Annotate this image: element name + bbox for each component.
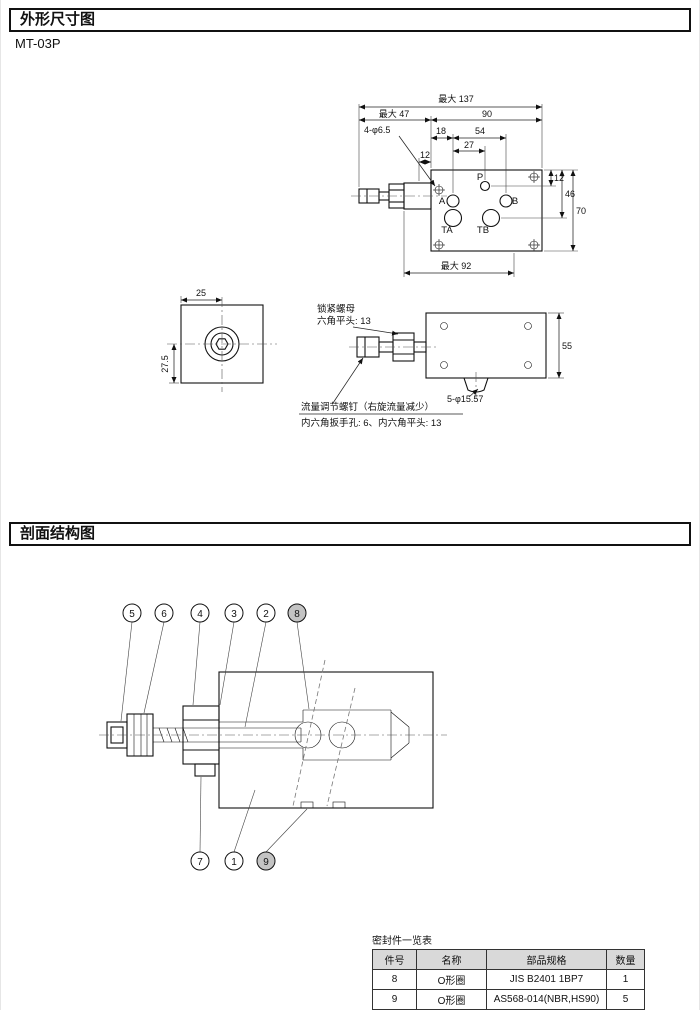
outline-dimensions-title: 外形尺寸图 (20, 11, 96, 28)
seal-cell-partno: 8 (372, 969, 417, 990)
dim-max-137: 最大 137 (438, 93, 474, 104)
front-view-centerlines (167, 297, 277, 392)
front-view-dimension-lines (171, 297, 222, 383)
port-ta-circle (443, 208, 463, 228)
seal-table-row: 9 O形圈 AS568-014(NBR,HS90) 5 (372, 989, 645, 1010)
callout-circle-6 (154, 603, 174, 623)
port-a-label: A (439, 196, 446, 207)
front-view-dimension-texts: 25 27.5 (160, 288, 206, 373)
side-view-labels: 锁紧螺母 六角平头: 13 55 5-φ15.57 流量调节螺钉（右旋流量减少）… (301, 303, 572, 429)
seal-table-row: 8 O形圈 JIS B2401 1BP7 1 (372, 969, 645, 990)
dim-27-5: 27.5 (160, 355, 170, 373)
dim-max-47: 最大 47 (379, 108, 410, 119)
callout-number: 7 (197, 857, 203, 868)
port-p-label: P (477, 172, 483, 183)
label-locknut-line2: 六角平头: 13 (317, 315, 371, 327)
port-ta-label: TA (441, 225, 453, 236)
seal-table-header-spec: 部品规格 (486, 949, 607, 970)
seal-cell-qty: 5 (606, 989, 645, 1010)
seal-cell-qty: 1 (606, 969, 645, 990)
port-tb-circle (481, 208, 501, 228)
valve-body (218, 671, 434, 809)
port-b-label: B (512, 196, 518, 207)
callout-number: 2 (263, 609, 269, 620)
top-view-drawing: 最大 137 90 最大 47 4-φ6.5 18 54 27 12 12 46… (351, 93, 586, 277)
seal-table: 件号 名称 部品规格 数量 8 O形圈 JIS B2401 1BP7 1 9 O… (372, 949, 645, 1010)
callout-number: 9 (263, 857, 269, 868)
model-number: MT-03P (15, 36, 61, 51)
seal-cell-name: O形圈 (416, 969, 487, 990)
callout-circle-8-highlighted (287, 603, 307, 623)
callout-circle-5 (122, 603, 142, 623)
dim-max-92: 最大 92 (441, 260, 472, 271)
side-view-outline (356, 312, 547, 393)
section-plane-dashed-lines (292, 659, 356, 807)
seal-table-title: 密封件一览表 (372, 936, 432, 947)
callout-number: 6 (161, 609, 167, 620)
dim-46: 46 (565, 189, 575, 199)
callout-leader-lines (120, 621, 310, 853)
front-view-extension-lines (169, 296, 182, 384)
seal-cell-spec: AS568-014(NBR,HS90) (486, 989, 607, 1010)
side-view-dimension-lines (299, 313, 562, 415)
dim-12-right: 12 (554, 173, 564, 183)
top-view-dimension-texts: 最大 137 90 最大 47 4-φ6.5 18 54 27 12 12 46… (364, 93, 586, 271)
port-b-circle (499, 194, 513, 208)
section-header-outline-dimensions: 外形尺寸图 (9, 8, 691, 32)
dim-18: 18 (436, 126, 446, 136)
dim-12-left: 12 (420, 150, 430, 160)
callout-number: 4 (197, 609, 203, 620)
label-flow-line2: 内六角扳手孔: 6、内六角平头: 13 (301, 417, 441, 429)
port-a-circle (446, 194, 460, 208)
dim-90: 90 (482, 109, 492, 119)
side-view-bolts (440, 322, 532, 369)
callout-number: 8 (294, 609, 300, 620)
seal-table-header-name: 名称 (416, 949, 487, 970)
callout-circle-1 (224, 851, 244, 871)
seal-cell-spec: JIS B2401 1BP7 (486, 969, 607, 990)
seal-cell-partno: 9 (372, 989, 417, 1010)
top-view-mounting-holes (433, 171, 540, 251)
dim-mounting-holes: 4-φ6.5 (364, 125, 390, 135)
callout-bubbles: 5 6 4 3 2 8 7 1 9 (122, 603, 307, 871)
callout-number: 3 (231, 609, 237, 620)
top-view-ports (443, 180, 513, 228)
seal-table-header-partno: 件号 (372, 949, 417, 970)
top-view-outline (358, 169, 543, 252)
seal-cell-name: O形圈 (416, 989, 487, 1010)
cross-section-title: 剖面结构图 (20, 525, 96, 542)
section-view-drawing: 5 6 4 3 2 8 7 1 9 (99, 603, 447, 871)
section-header-cross-section: 剖面结构图 (9, 522, 691, 546)
label-locknut-line1: 锁紧螺母 (317, 303, 355, 315)
dim-54: 54 (475, 126, 485, 136)
callout-circle-4 (190, 603, 210, 623)
side-view-centerlines (349, 346, 477, 398)
top-view-dimension-lines (359, 104, 576, 276)
seal-parts-table-section: 密封件一览表 件号 名称 部品规格 数量 8 O形圈 JIS B2401 1BP… (372, 932, 645, 1010)
callout-circle-9-highlighted (256, 851, 276, 871)
callout-number: 1 (231, 857, 237, 868)
callout-circle-2 (256, 603, 276, 623)
dim-55: 55 (562, 341, 572, 351)
callout-circle-3 (224, 603, 244, 623)
callout-circle-7 (190, 851, 210, 871)
section-internals (133, 709, 410, 809)
port-p-circle (479, 180, 491, 192)
side-view-drawing: 锁紧螺母 六角平头: 13 55 5-φ15.57 流量调节螺钉（右旋流量减少）… (299, 303, 572, 429)
dim-70: 70 (576, 206, 586, 216)
label-flow-line1: 流量调节螺钉（右旋流量减少） (301, 401, 434, 413)
dim-27: 27 (464, 140, 474, 150)
seal-table-header-row: 件号 名称 部品规格 数量 (372, 949, 645, 970)
port-tb-label: TB (477, 225, 489, 236)
section-body-outline (106, 671, 434, 809)
dim-5-holes: 5-φ15.57 (447, 394, 483, 404)
seal-table-header-qty: 数量 (606, 949, 645, 970)
callout-number: 5 (129, 609, 135, 620)
front-view-drawing: 25 27.5 (160, 288, 277, 392)
dim-25: 25 (196, 288, 206, 298)
